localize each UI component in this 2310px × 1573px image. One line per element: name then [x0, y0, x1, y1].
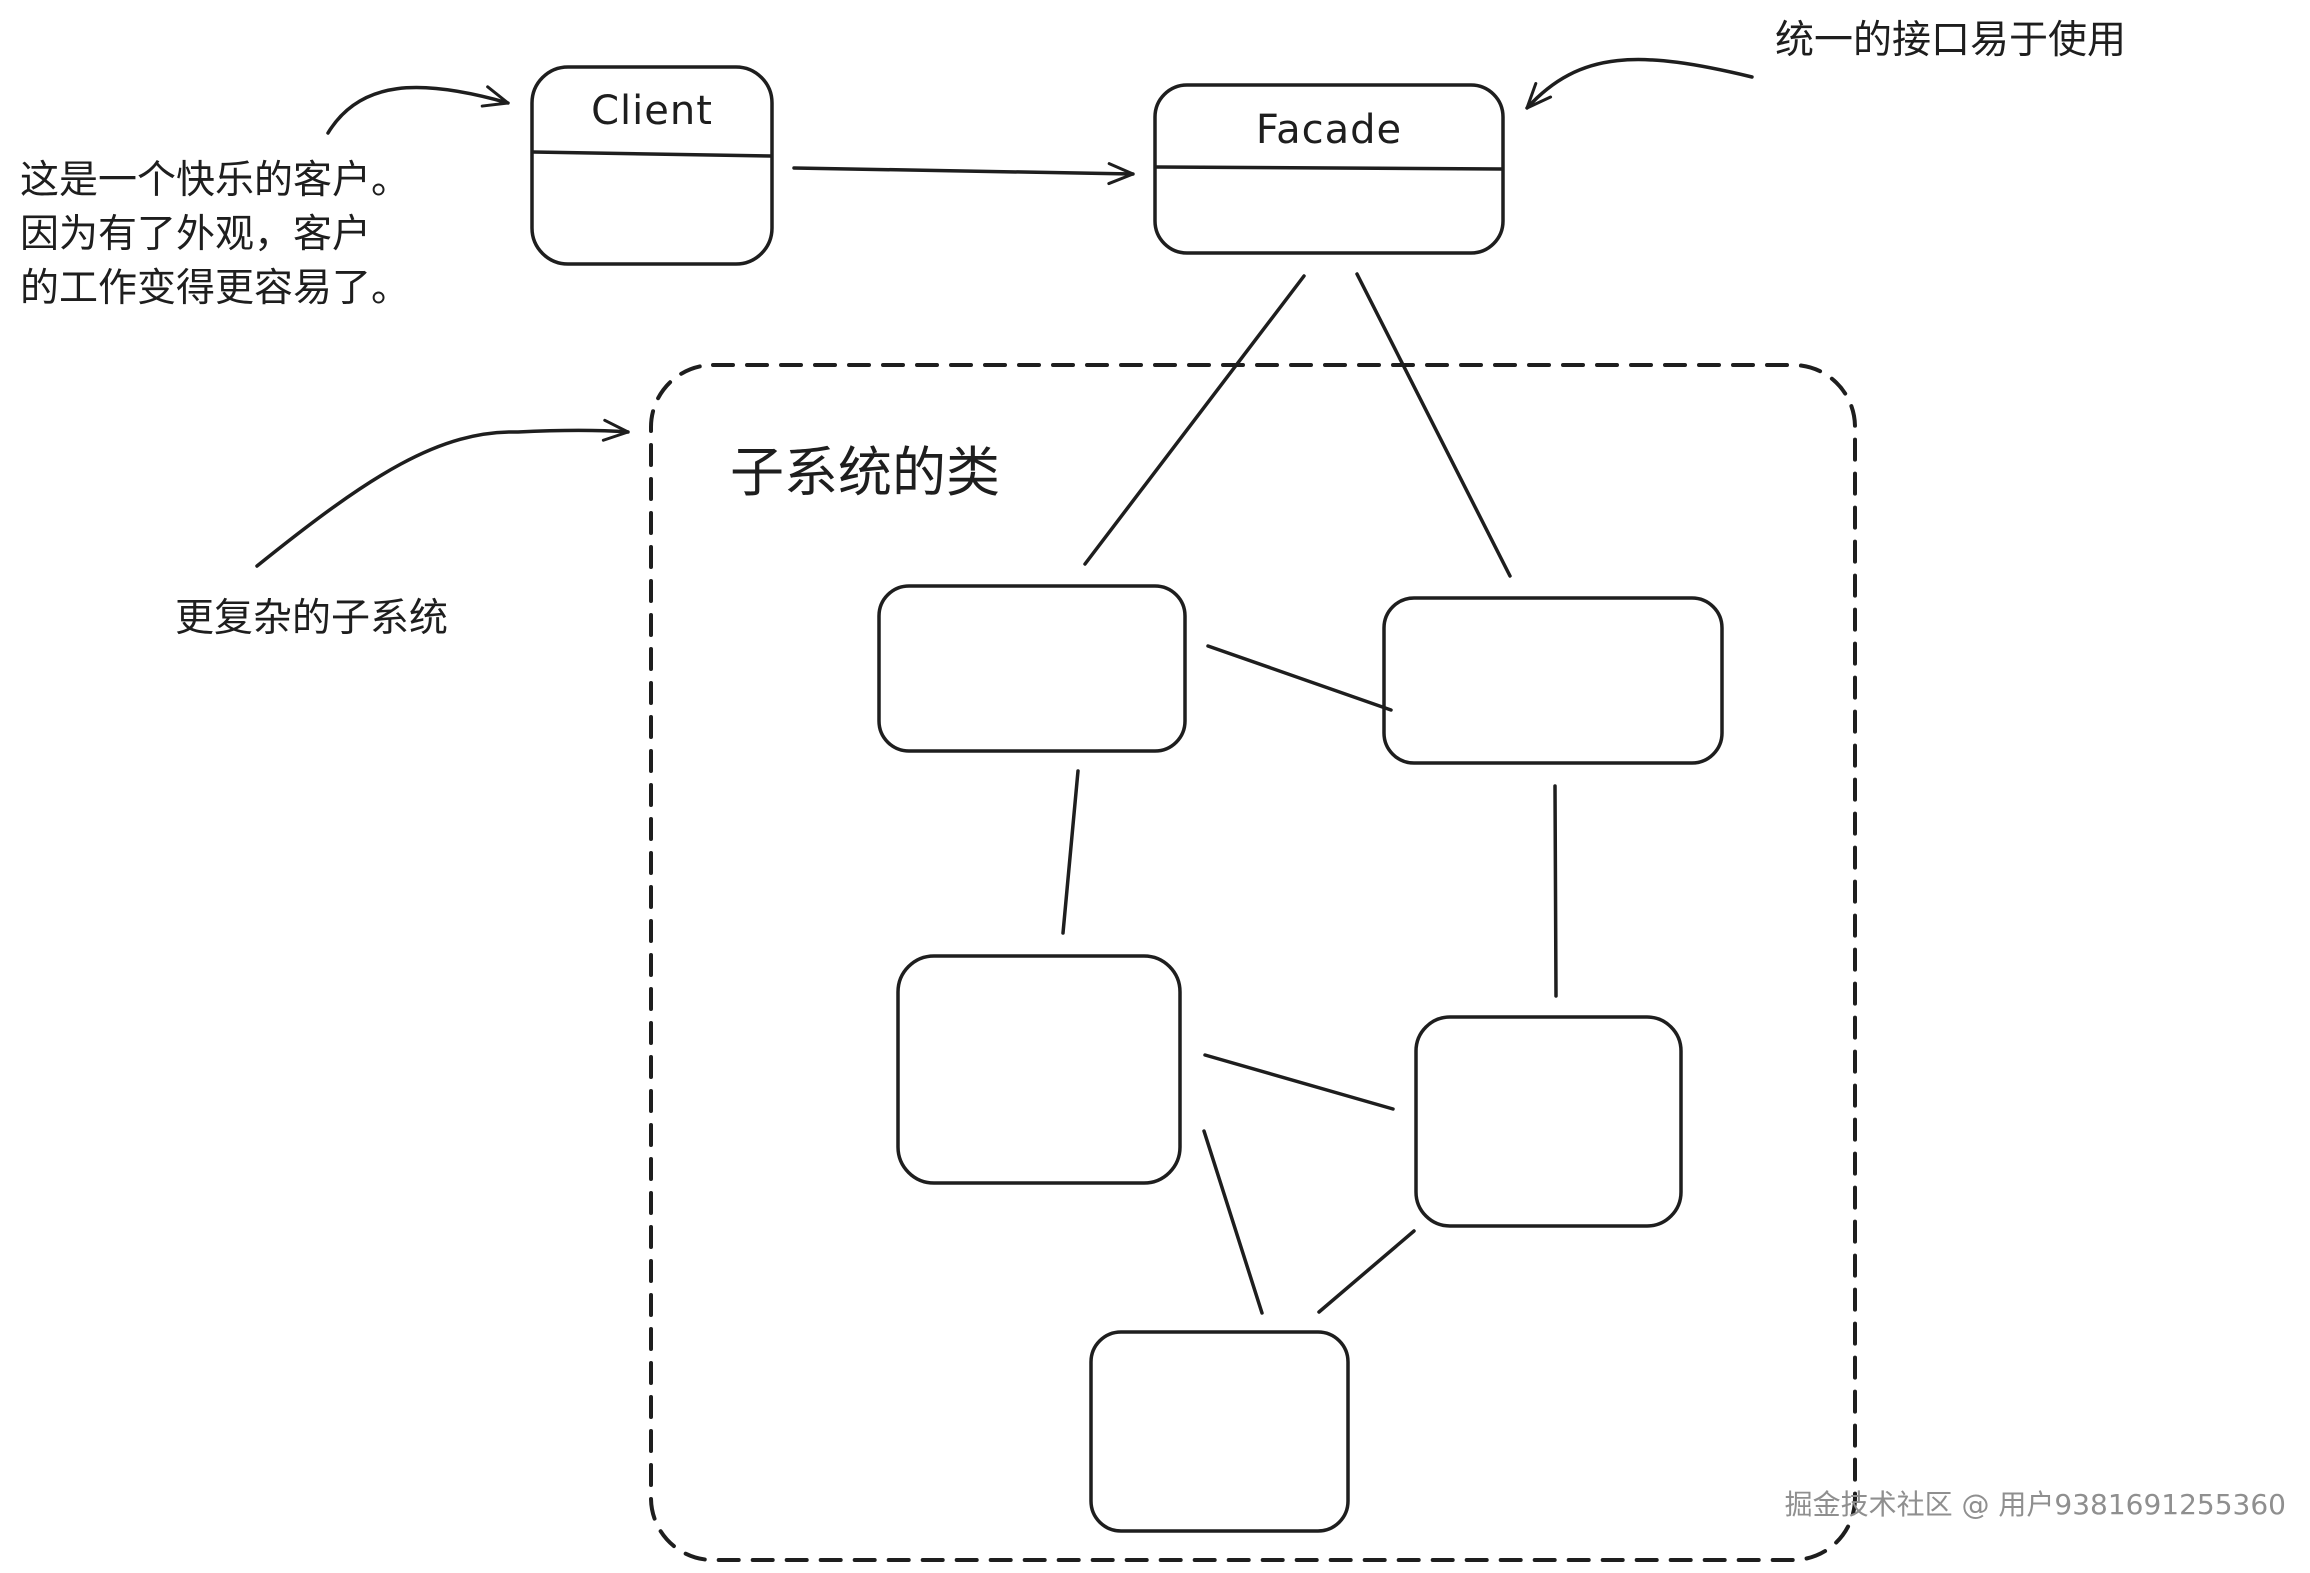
- client-box: [530, 65, 774, 266]
- link-box1-box3: [1061, 769, 1080, 935]
- subsystem-class-box-1: [877, 584, 1187, 753]
- link-box2-box4: [1553, 784, 1558, 998]
- facade-note: 统一的接口易于使用: [1775, 18, 2127, 63]
- subsystem-note: 更复杂的子系统: [175, 596, 449, 641]
- subsystem-class-box-2: [1382, 596, 1724, 765]
- client-to-facade-arrow: [792, 162, 1135, 186]
- watermark: 掘金技术社区 @ 用户9381691255360: [1784, 1488, 2286, 1521]
- facade-link-right: [1355, 272, 1512, 578]
- facade-title: Facade: [1255, 107, 1403, 153]
- link-box3-box4: [1203, 1053, 1395, 1111]
- client-divider: [531, 150, 773, 158]
- facade-box: [1153, 83, 1505, 255]
- client-note-line: 因为有了外观，客户: [20, 212, 372, 257]
- subsystem-class-box-5: [1089, 1330, 1350, 1533]
- client-note: 这是一个快乐的客户。 因为有了外观，客户 的工作变得更容易了。: [20, 154, 410, 316]
- subsystem-class-box-4: [1414, 1015, 1683, 1228]
- link-box1-box2: [1206, 644, 1393, 712]
- client-title: Client: [591, 88, 713, 134]
- facade-divider: [1154, 165, 1504, 171]
- facade-link-left: [1083, 274, 1306, 566]
- client-note-line: 的工作变得更容易了。: [20, 266, 411, 311]
- subsystem-title: 子系统的类: [730, 441, 1000, 504]
- client-note-line: 这是一个快乐的客户。: [20, 158, 411, 203]
- facade-note-arrow: [1525, 57, 1754, 110]
- subsystem-class-box-3: [896, 954, 1182, 1185]
- client-note-arrow: [326, 85, 510, 135]
- link-box3-box5: [1202, 1129, 1264, 1315]
- link-box4-box5: [1317, 1229, 1416, 1314]
- subsystem-note-arrow: [255, 418, 630, 568]
- subsystem-boundary: [649, 363, 1857, 1562]
